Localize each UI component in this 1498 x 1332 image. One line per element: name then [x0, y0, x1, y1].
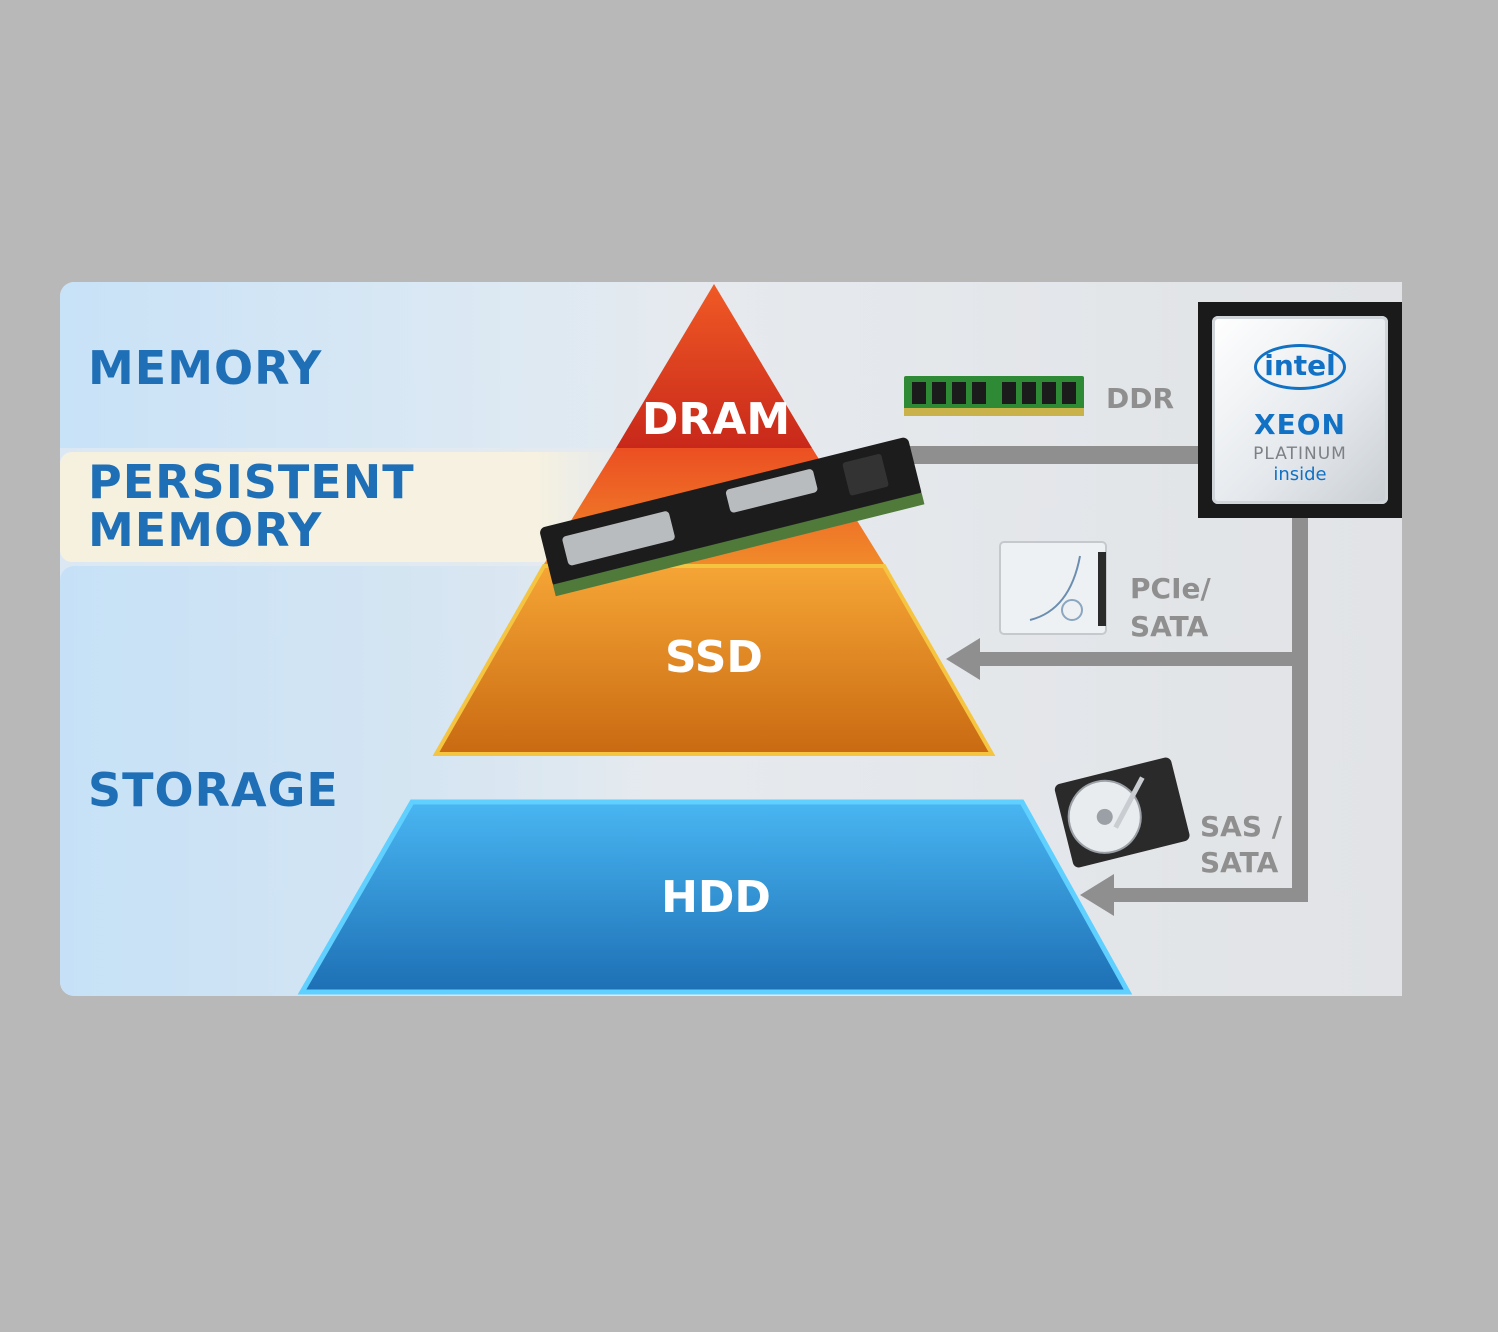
- connector-sas: [1106, 888, 1308, 902]
- hdd-label: HDD: [661, 872, 771, 923]
- ssd-label: SSD: [665, 632, 763, 683]
- arrow-pcie: [946, 638, 980, 680]
- persistent-memory-band: [60, 452, 620, 562]
- persistent-memory-label-line1: PERSISTENT: [88, 455, 415, 509]
- persistent-memory-label-line2: MEMORY: [88, 503, 323, 557]
- processor-brand: intel: [1254, 344, 1346, 390]
- processor-tier: PLATINUM: [1253, 444, 1347, 464]
- processor-badge: intel XEON PLATINUM inside: [1212, 316, 1388, 504]
- persistent-memory-label: PERSISTENT MEMORY: [88, 458, 415, 554]
- arrow-sas: [1080, 874, 1114, 916]
- memory-label: MEMORY: [88, 341, 323, 395]
- processor-inside: inside: [1273, 464, 1327, 485]
- memory-band: [60, 282, 700, 448]
- dram-tier: [616, 284, 812, 448]
- ssd-drive-icon: [999, 541, 1107, 635]
- ddr-label: DDR: [1106, 382, 1174, 415]
- processor-model: XEON: [1254, 408, 1346, 441]
- dram-label: DRAM: [642, 394, 790, 445]
- storage-label: STORAGE: [88, 763, 339, 817]
- sas-label-line1: SAS /: [1200, 810, 1283, 843]
- sas-label-line2: SATA: [1200, 846, 1279, 879]
- ssd-tier: [432, 564, 996, 756]
- connector-vertical: [1292, 516, 1308, 896]
- persistent-memory-module-icon: [540, 437, 925, 597]
- pcie-label-line1: PCIe/: [1130, 572, 1211, 605]
- connector-pcie: [968, 652, 1308, 666]
- connector-lines: [880, 446, 1308, 916]
- processor-chip-icon: intel XEON PLATINUM inside: [1198, 302, 1402, 518]
- pcie-label-line2: SATA: [1130, 610, 1209, 643]
- dram-module-icon: [904, 376, 1084, 416]
- hdd-drive-icon: [1054, 757, 1190, 868]
- connector-ddr: [880, 446, 1200, 464]
- hdd-tier: [297, 799, 1133, 995]
